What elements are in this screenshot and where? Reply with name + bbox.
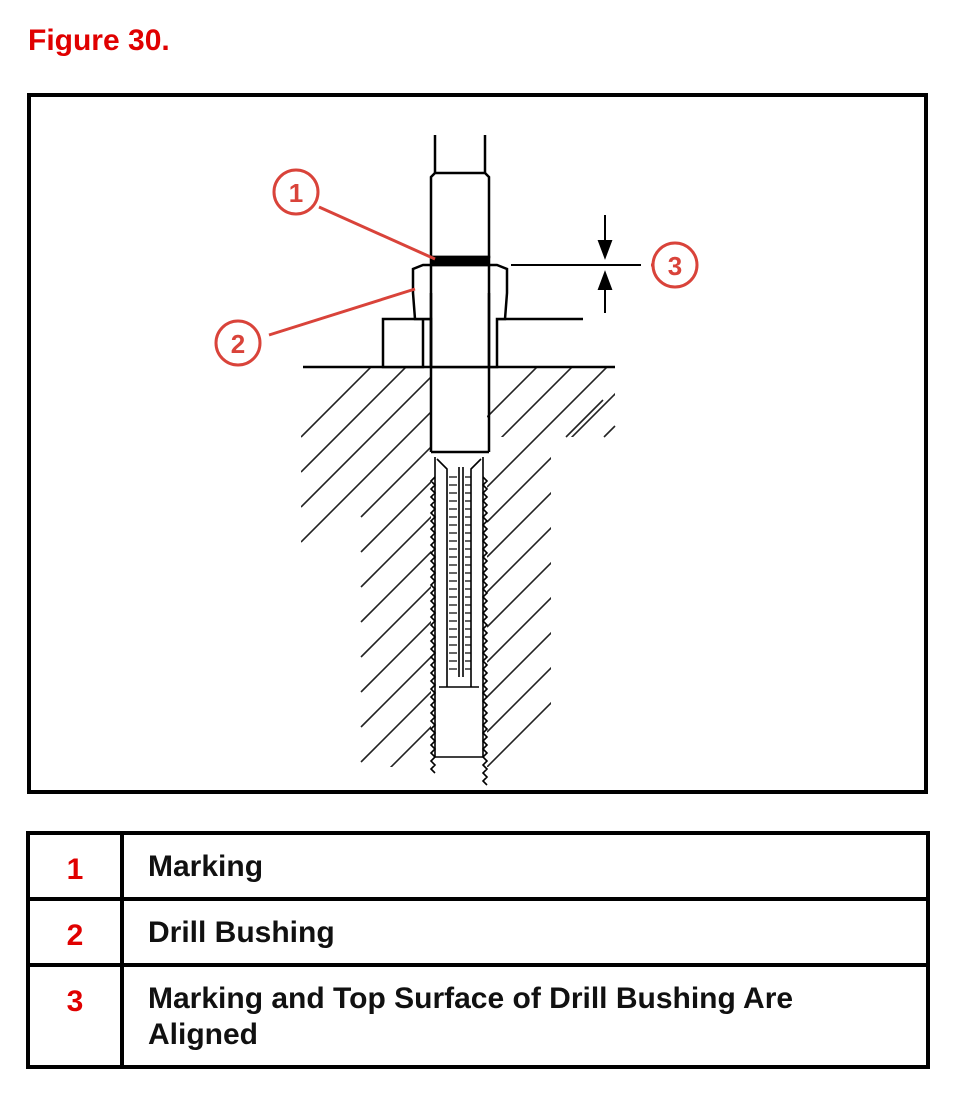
drill-bushing xyxy=(411,263,509,369)
callout-2: 2 xyxy=(214,319,262,367)
workpiece-hatching-right xyxy=(487,367,616,767)
legend-label: Marking and Top Surface of Drill Bushing… xyxy=(120,963,930,1069)
alignment-dimension xyxy=(511,215,641,313)
svg-text:3: 3 xyxy=(668,251,682,281)
tap-shank xyxy=(429,135,491,454)
legend-number: 3 xyxy=(26,963,124,1069)
leader-1 xyxy=(318,205,436,261)
figure-frame: 1 2 3 xyxy=(27,93,928,794)
tap-threads xyxy=(429,457,489,786)
legend-row: 3 Marking and Top Surface of Drill Bushi… xyxy=(26,963,930,1069)
legend-label: Drill Bushing xyxy=(120,897,930,967)
legend-row: 1 Marking xyxy=(26,831,930,901)
svg-text:1: 1 xyxy=(289,178,303,208)
leader-2 xyxy=(268,287,416,337)
svg-text:2: 2 xyxy=(231,329,245,359)
callout-3: 3 xyxy=(651,241,699,289)
legend-number: 2 xyxy=(26,897,124,967)
legend-label: Marking xyxy=(120,831,930,901)
drill-bushing-diagram: 1 2 3 xyxy=(214,135,699,786)
marking-band xyxy=(429,255,491,267)
legend-row: 2 Drill Bushing xyxy=(26,897,930,967)
figure-title: Figure 30. xyxy=(28,24,170,57)
workpiece-hatching-left xyxy=(301,367,431,767)
callout-1: 1 xyxy=(272,168,320,216)
legend-number: 1 xyxy=(26,831,124,901)
fixture-plate xyxy=(381,317,583,369)
legend-table: 1 Marking 2 Drill Bushing 3 Marking and … xyxy=(26,831,930,1069)
